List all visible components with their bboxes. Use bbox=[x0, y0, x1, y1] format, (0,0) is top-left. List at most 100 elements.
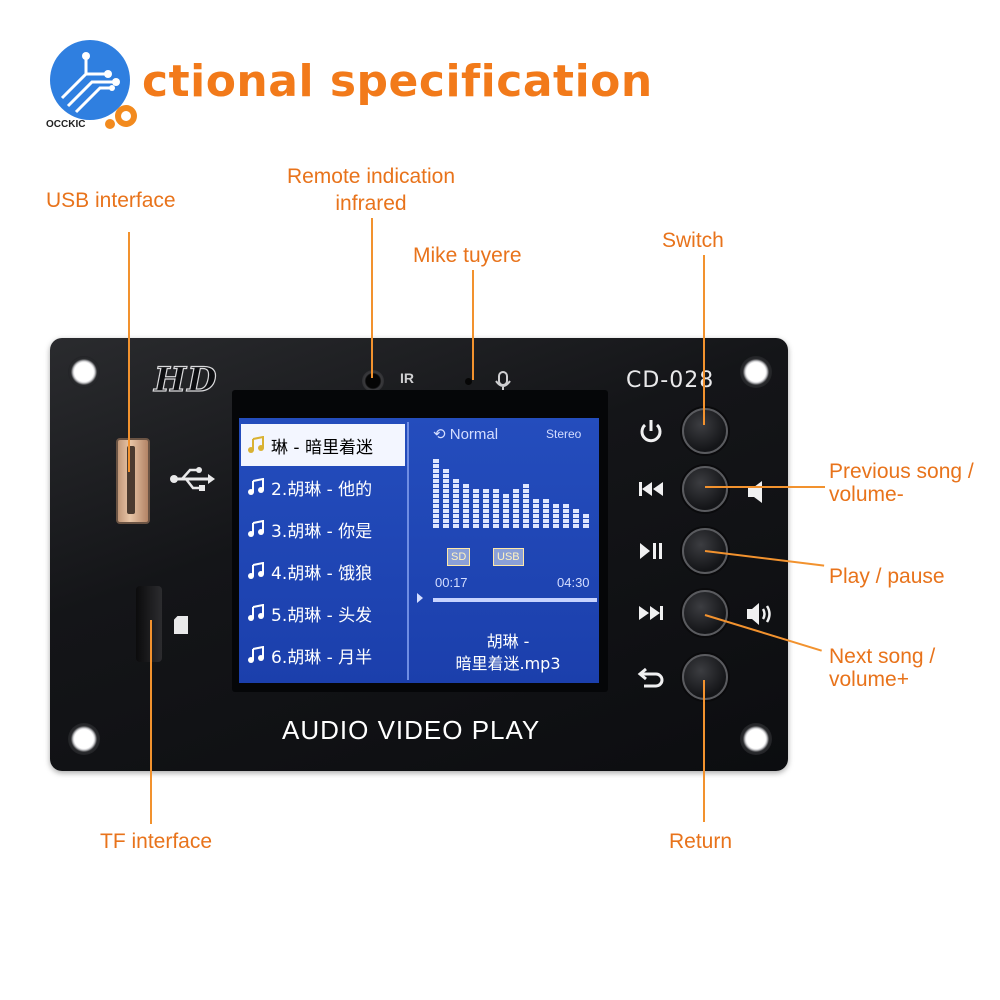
list-item[interactable]: 4.胡琳 - 饿狼 bbox=[247, 550, 407, 592]
lcd-display: 琳 - 暗里着迷 2.胡琳 - 他的 3.胡琳 - 你是 4.胡琳 - 饿狼 5… bbox=[239, 418, 599, 683]
music-note-icon bbox=[248, 646, 264, 663]
eq-bar-segment bbox=[483, 509, 489, 513]
eq-bar-segment bbox=[443, 509, 449, 513]
eq-bar-segment bbox=[513, 509, 519, 513]
eq-bar-segment bbox=[533, 504, 539, 508]
eq-bar-segment bbox=[543, 524, 549, 528]
model-number: CD-028 bbox=[626, 368, 715, 393]
eq-bar-segment bbox=[493, 489, 499, 493]
music-note-icon bbox=[248, 562, 264, 579]
eq-bar-segment bbox=[573, 514, 579, 518]
music-note-icon bbox=[248, 520, 264, 537]
eq-bar-segment bbox=[443, 519, 449, 523]
elapsed-time: 00:17 bbox=[435, 575, 468, 590]
eq-bar-segment bbox=[543, 509, 549, 513]
callout-prev-line1: Previous song / bbox=[829, 460, 974, 483]
eq-bar-segment bbox=[503, 499, 509, 503]
list-item[interactable]: 3.胡琳 - 你是 bbox=[247, 508, 407, 550]
eq-bar-segment bbox=[513, 519, 519, 523]
leader-line-tf bbox=[150, 620, 152, 824]
eq-bar-segment bbox=[433, 459, 439, 463]
eq-bar-segment bbox=[453, 519, 459, 523]
callout-next-song: Next song / volume+ bbox=[829, 645, 935, 691]
previous-button[interactable] bbox=[682, 466, 728, 512]
callout-tf-interface: TF interface bbox=[100, 830, 213, 853]
eq-bar-segment bbox=[563, 524, 569, 528]
track-title: 琳 - 暗里着迷 bbox=[271, 437, 373, 458]
eq-bar-segment bbox=[433, 494, 439, 498]
list-item[interactable]: 琳 - 暗里着迷 bbox=[241, 424, 405, 466]
leader-line-previous bbox=[705, 486, 825, 488]
eq-bar-segment bbox=[483, 514, 489, 518]
eq-bar-segment bbox=[553, 519, 559, 523]
sd-card-icon bbox=[174, 616, 188, 634]
eq-bar-segment bbox=[483, 504, 489, 508]
eq-bar-segment bbox=[513, 504, 519, 508]
eq-bar-segment bbox=[483, 519, 489, 523]
now-playing-file: 暗里着迷.mp3 bbox=[455, 654, 561, 673]
progress-marker bbox=[417, 593, 423, 603]
eq-bar-segment bbox=[553, 524, 559, 528]
board-caption: AUDIO VIDEO PLAY bbox=[282, 715, 541, 745]
eq-bar-segment bbox=[483, 494, 489, 498]
return-button[interactable] bbox=[682, 654, 728, 700]
callout-usb-interface: USB interface bbox=[46, 189, 176, 212]
music-note-icon bbox=[248, 436, 264, 453]
list-item[interactable]: 2.胡琳 - 他的 bbox=[247, 466, 407, 508]
track-title: 4.胡琳 - 饿狼 bbox=[271, 563, 373, 584]
eq-bar-segment bbox=[503, 494, 509, 498]
now-playing-artist: 胡琳 - bbox=[486, 632, 530, 651]
eq-bar-segment bbox=[533, 519, 539, 523]
return-icon bbox=[637, 667, 664, 688]
power-button[interactable] bbox=[682, 408, 728, 454]
callout-next-line1: Next song / bbox=[829, 645, 936, 668]
mounting-hole bbox=[740, 723, 772, 755]
eq-bar-segment bbox=[463, 524, 469, 528]
next-button[interactable] bbox=[682, 590, 728, 636]
eq-bar-segment bbox=[493, 499, 499, 503]
usb-port[interactable] bbox=[116, 438, 150, 524]
callout-play-pause: Play / pause bbox=[829, 565, 945, 588]
eq-bar-segment bbox=[523, 484, 529, 488]
eq-bar-segment bbox=[453, 479, 459, 483]
play-mode-label: Normal bbox=[449, 426, 499, 443]
tf-card-slot[interactable] bbox=[136, 586, 162, 662]
eq-bar-segment bbox=[443, 524, 449, 528]
previous-track-icon bbox=[639, 482, 663, 496]
eq-bar-segment bbox=[503, 524, 509, 528]
eq-bar-segment bbox=[453, 504, 459, 508]
eq-bar-segment bbox=[473, 514, 479, 518]
eq-bar-segment bbox=[523, 509, 529, 513]
playlist: 琳 - 暗里着迷 2.胡琳 - 他的 3.胡琳 - 你是 4.胡琳 - 饿狼 5… bbox=[241, 424, 407, 676]
list-divider bbox=[407, 422, 409, 680]
callout-return: Return bbox=[669, 830, 733, 853]
eq-bar-segment bbox=[433, 469, 439, 473]
music-note-icon bbox=[248, 478, 264, 495]
list-item[interactable]: 6.胡琳 - 月半 bbox=[247, 634, 407, 676]
eq-bar-segment bbox=[463, 504, 469, 508]
usb-icon bbox=[168, 466, 216, 492]
player-board: HD CD-028 IR 琳 - 暗里着迷 2.胡琳 - 他的 bbox=[50, 338, 788, 771]
progress-bar[interactable] bbox=[433, 598, 597, 602]
eq-bar-segment bbox=[513, 494, 519, 498]
eq-bar-segment bbox=[523, 519, 529, 523]
eq-bar-segment bbox=[433, 519, 439, 523]
eq-bar-segment bbox=[453, 524, 459, 528]
eq-bar-segment bbox=[493, 494, 499, 498]
sd-badge: SD bbox=[447, 548, 471, 566]
eq-bar-segment bbox=[493, 504, 499, 508]
list-item[interactable]: 5.胡琳 - 头发 bbox=[247, 592, 407, 634]
eq-bar-segment bbox=[523, 504, 529, 508]
eq-bar-segment bbox=[433, 499, 439, 503]
eq-bar-segment bbox=[443, 494, 449, 498]
eq-bar-segment bbox=[583, 519, 589, 523]
mounting-hole bbox=[68, 723, 100, 755]
eq-bar-segment bbox=[553, 514, 559, 518]
eq-bar-segment bbox=[523, 494, 529, 498]
eq-bar-segment bbox=[573, 519, 579, 523]
eq-bar-segment bbox=[523, 489, 529, 493]
eq-bar-segment bbox=[503, 509, 509, 513]
eq-bar-segment bbox=[543, 504, 549, 508]
eq-bar-segment bbox=[433, 524, 439, 528]
channel-mode: Stereo bbox=[546, 427, 582, 441]
